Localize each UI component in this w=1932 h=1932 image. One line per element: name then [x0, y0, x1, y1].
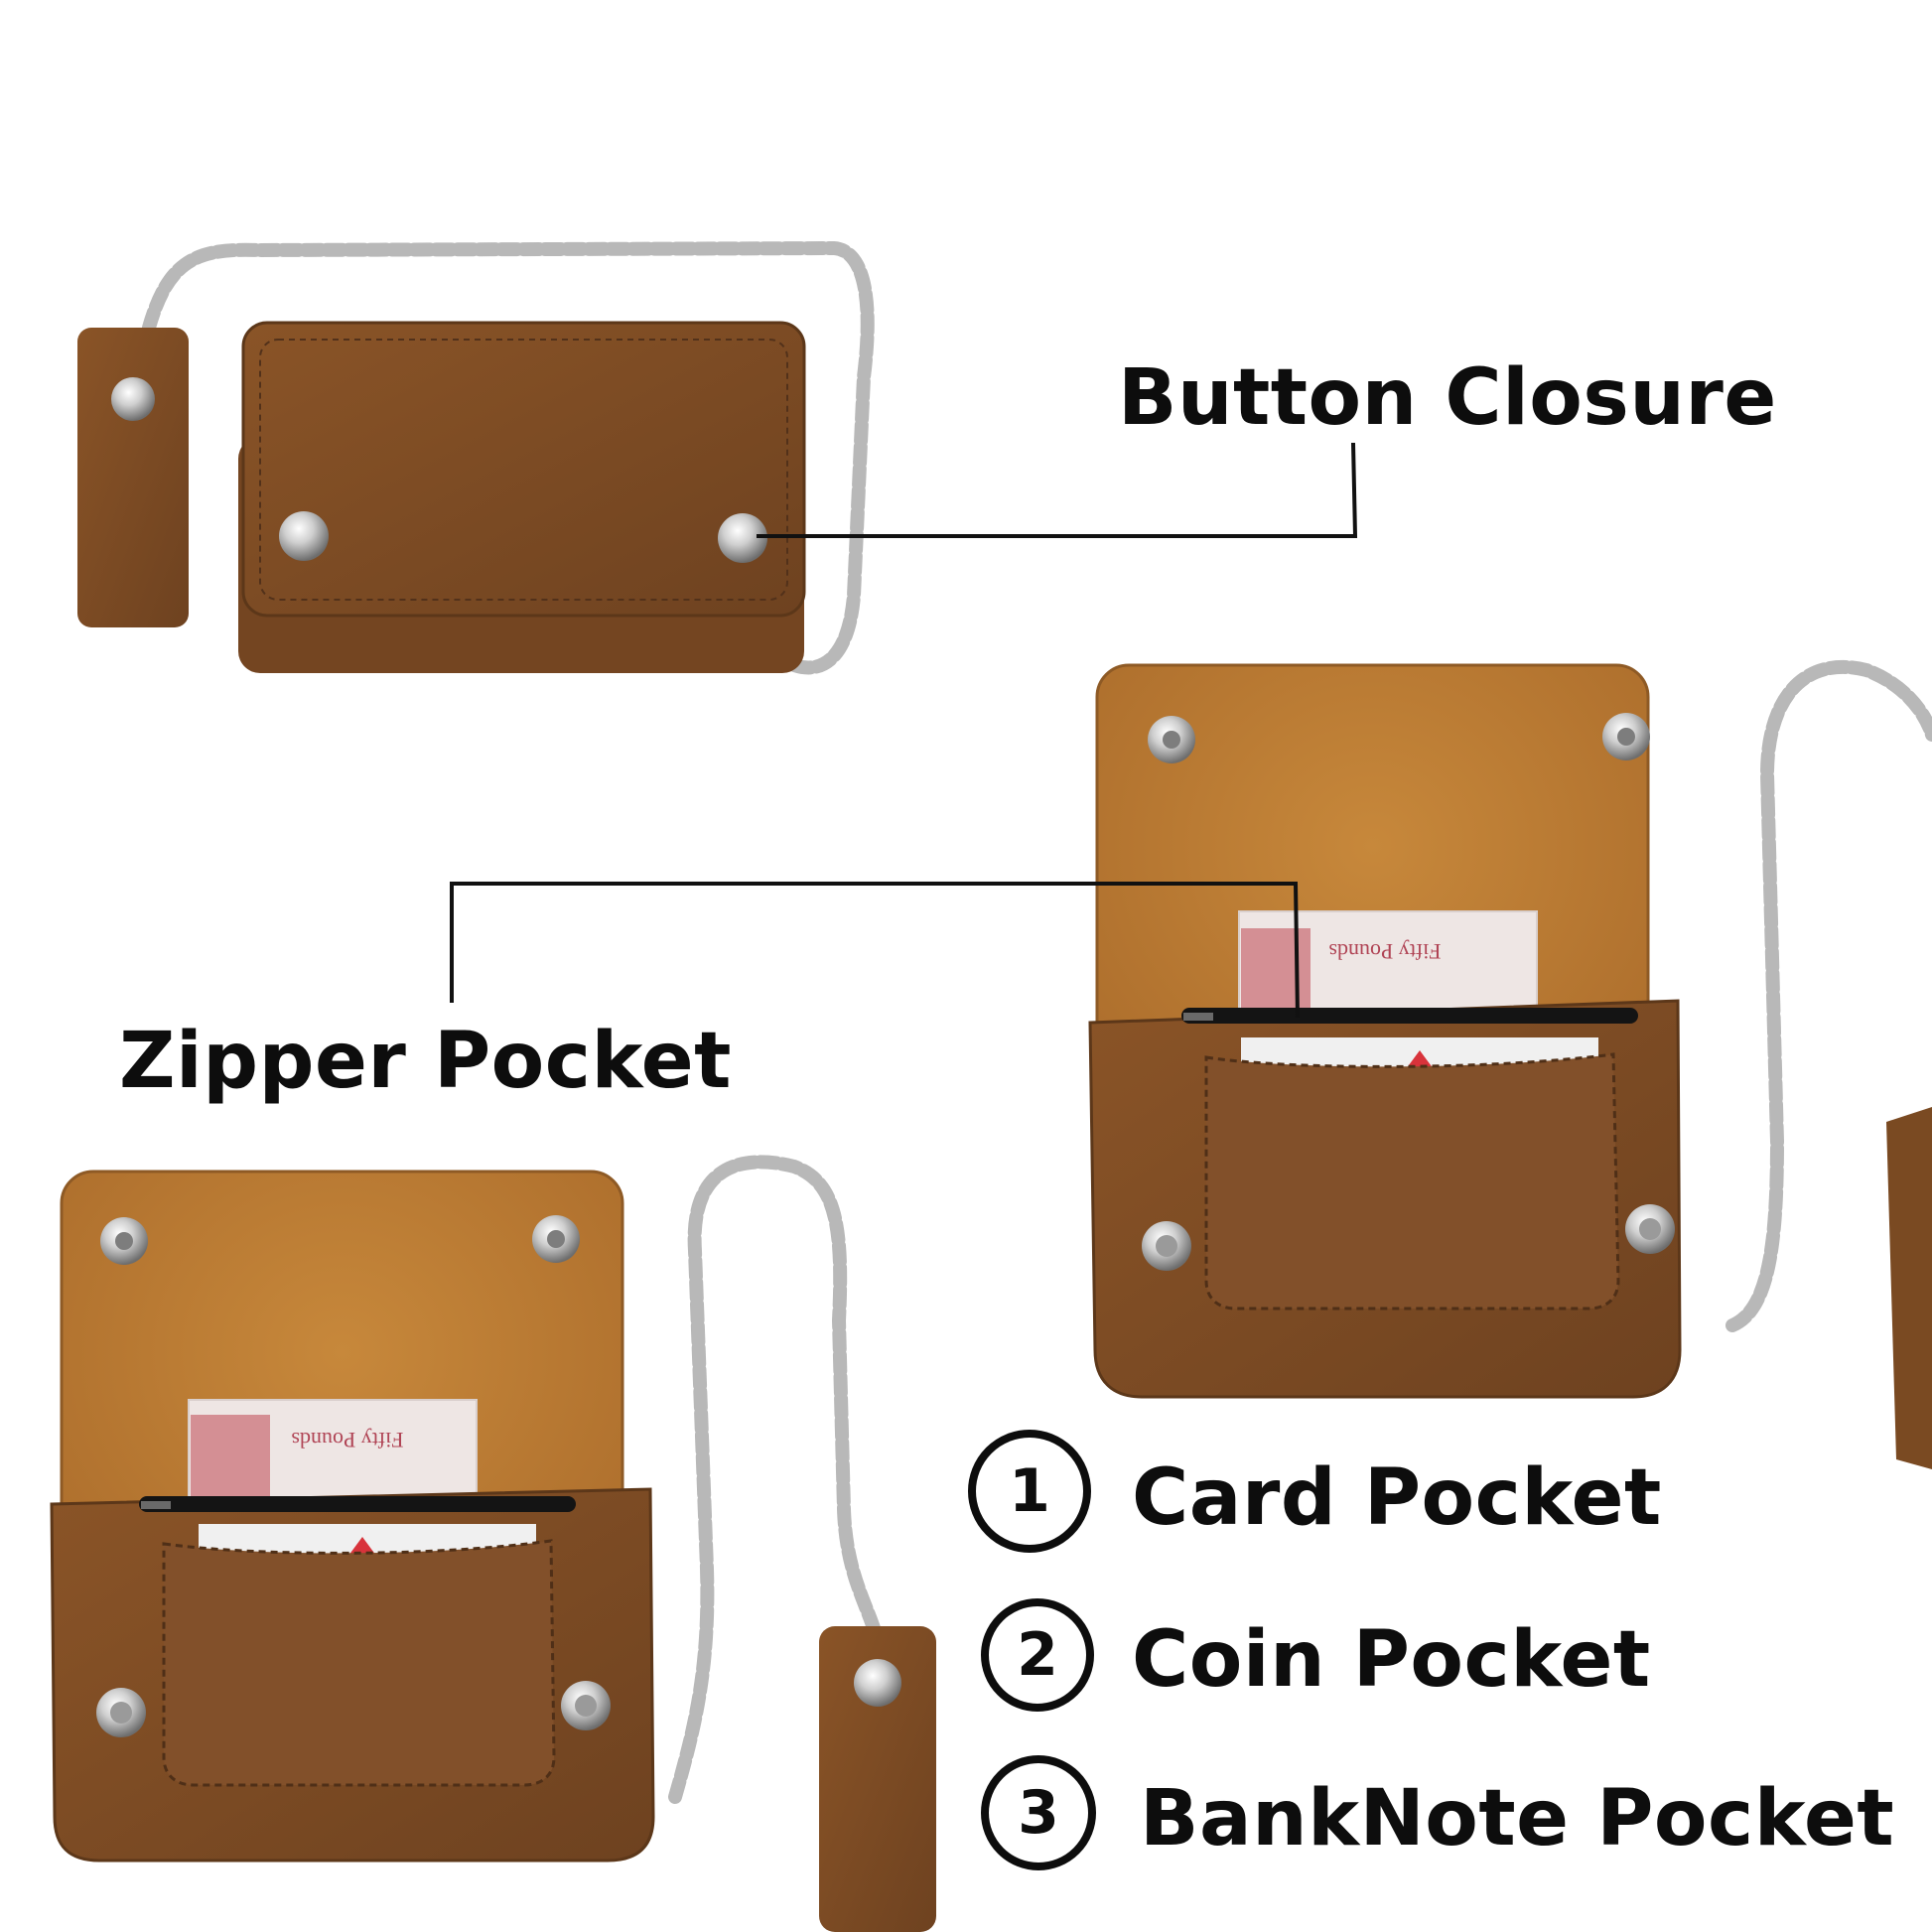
feature-label: Coin Pocket [1132, 1615, 1651, 1705]
feature-label: Card Pocket [1132, 1453, 1662, 1543]
snap-button [111, 377, 155, 421]
banknote-text: Fifty Pounds [291, 1428, 403, 1452]
feature-number-badge: 1 [968, 1430, 1091, 1553]
wallet-chain [1725, 659, 1932, 1332]
open-wallet-right: Fifty Pounds [1088, 659, 1932, 1469]
wallet-chain [668, 1155, 881, 1804]
banknote-text: Fifty Pounds [1328, 939, 1441, 964]
wallet-chain [142, 240, 875, 675]
feature-number-badge: 2 [981, 1598, 1094, 1712]
feature-number-badge: 3 [981, 1755, 1096, 1870]
snap-button [718, 513, 767, 563]
open-wallet-left: Fifty Pounds [50, 1155, 936, 1932]
zipper [1181, 1008, 1638, 1024]
snap-button [854, 1659, 901, 1707]
callout-line [757, 442, 1358, 538]
zipper-pocket-label: Zipper Pocket [119, 1017, 732, 1106]
belt-strap [77, 328, 189, 627]
zipper [139, 1496, 576, 1512]
belt-strap [819, 1626, 936, 1932]
button-closure-label: Button Closure [1118, 353, 1777, 443]
snap-button [279, 511, 329, 561]
wallet-flap [241, 321, 806, 618]
card-pocket [1204, 1052, 1620, 1311]
card-pocket [162, 1539, 556, 1787]
callout-line [450, 882, 1300, 1019]
closed-wallet [77, 240, 875, 675]
feature-label: BankNote Pocket [1140, 1774, 1895, 1863]
